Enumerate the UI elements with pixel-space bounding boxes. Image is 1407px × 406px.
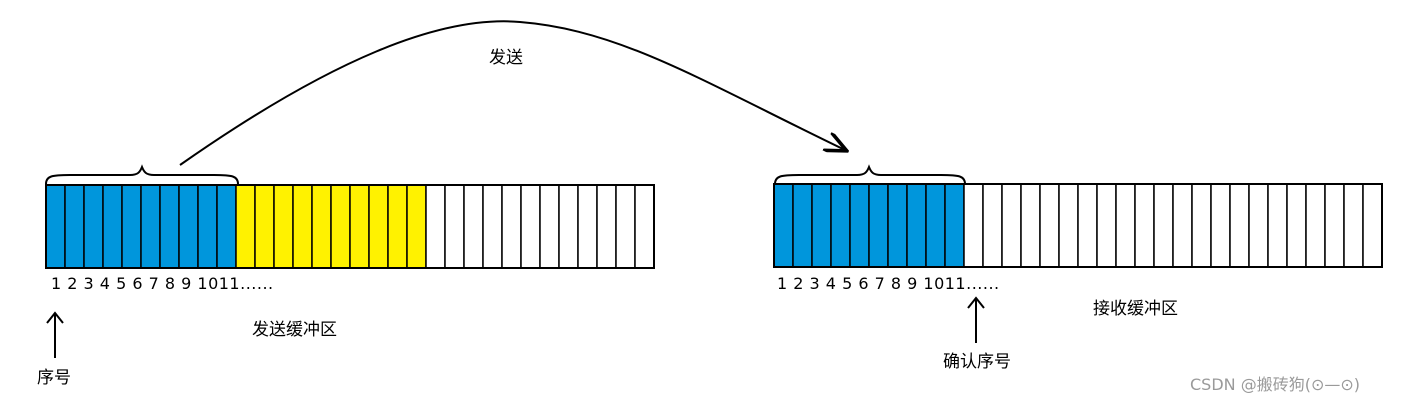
send-arrow-label: 发送 — [489, 48, 523, 68]
recv-cell-empty — [1362, 183, 1383, 268]
send-cell-empty — [520, 184, 541, 269]
recv-cell-received — [887, 183, 908, 268]
send-cell-empty — [501, 184, 522, 269]
seq-pointer-arrowhead — [46, 311, 64, 324]
send-cell-empty — [615, 184, 636, 269]
send-sequence-numbers: 1 2 3 4 5 6 7 8 9 1011...... — [51, 274, 274, 293]
recv-cell-received — [773, 183, 794, 268]
recv-cell-empty — [1191, 183, 1212, 268]
recv-cell-empty — [1267, 183, 1288, 268]
send-cell-sent — [159, 184, 180, 269]
recv-cell-received — [830, 183, 851, 268]
send-cell-sendable — [254, 184, 275, 269]
send-cell-empty — [425, 184, 446, 269]
send-cell-empty — [634, 184, 655, 269]
recv-cell-received — [906, 183, 927, 268]
send-cell-empty — [577, 184, 598, 269]
send-cell-sendable — [406, 184, 427, 269]
recv-cell-empty — [1039, 183, 1060, 268]
recv-cell-received — [792, 183, 813, 268]
recv-cell-received — [944, 183, 965, 268]
recv-window-brace — [774, 164, 966, 185]
recv-cell-empty — [963, 183, 984, 268]
send-cell-sendable — [235, 184, 256, 269]
send-cell-sendable — [387, 184, 408, 269]
send-cell-sent — [83, 184, 104, 269]
send-cell-sent — [64, 184, 85, 269]
send-cell-empty — [463, 184, 484, 269]
recv-buffer-cells — [773, 183, 1383, 268]
send-cell-sendable — [273, 184, 294, 269]
send-buffer-cells — [45, 184, 655, 269]
send-buffer-title: 发送缓冲区 — [252, 320, 337, 340]
send-cell-empty — [596, 184, 617, 269]
send-cell-sendable — [330, 184, 351, 269]
recv-cell-empty — [1343, 183, 1364, 268]
send-arrow — [179, 20, 845, 166]
send-cell-sendable — [368, 184, 389, 269]
send-window-brace — [45, 164, 239, 185]
send-cell-sendable — [292, 184, 313, 269]
recv-sequence-numbers: 1 2 3 4 5 6 7 8 9 1011...... — [777, 274, 1000, 293]
recv-cell-empty — [1248, 183, 1269, 268]
ack-pointer-label: 确认序号 — [943, 352, 1011, 372]
recv-cell-empty — [1115, 183, 1136, 268]
recv-cell-empty — [1172, 183, 1193, 268]
recv-cell-received — [925, 183, 946, 268]
send-cell-sent — [216, 184, 237, 269]
recv-cell-empty — [1001, 183, 1022, 268]
send-buffer-outline — [45, 184, 655, 269]
recv-cell-received — [811, 183, 832, 268]
recv-cell-empty — [982, 183, 1003, 268]
recv-cell-empty — [1058, 183, 1079, 268]
recv-cell-empty — [1077, 183, 1098, 268]
recv-cell-empty — [1229, 183, 1250, 268]
recv-cell-received — [868, 183, 889, 268]
recv-buffer-title: 接收缓冲区 — [1093, 299, 1178, 319]
watermark: CSDN @搬砖狗(⊙—⊙) — [1190, 375, 1361, 394]
ack-pointer-arrowhead — [967, 296, 985, 309]
seq-pointer-label: 序号 — [37, 368, 71, 388]
send-cell-sent — [178, 184, 199, 269]
recv-cell-empty — [1210, 183, 1231, 268]
recv-cell-received — [849, 183, 870, 268]
send-cell-sent — [45, 184, 66, 269]
recv-cell-empty — [1324, 183, 1345, 268]
send-cell-sendable — [349, 184, 370, 269]
recv-cell-empty — [1134, 183, 1155, 268]
send-cell-sent — [121, 184, 142, 269]
recv-cell-empty — [1020, 183, 1041, 268]
recv-buffer-outline — [773, 183, 1383, 268]
recv-cell-empty — [1096, 183, 1117, 268]
send-cell-sent — [102, 184, 123, 269]
send-cell-sendable — [311, 184, 332, 269]
recv-cell-empty — [1153, 183, 1174, 268]
send-cell-empty — [558, 184, 579, 269]
send-cell-sent — [197, 184, 218, 269]
recv-cell-empty — [1305, 183, 1326, 268]
send-cell-empty — [444, 184, 465, 269]
send-cell-empty — [539, 184, 560, 269]
send-cell-empty — [482, 184, 503, 269]
send-cell-sent — [140, 184, 161, 269]
recv-cell-empty — [1286, 183, 1307, 268]
